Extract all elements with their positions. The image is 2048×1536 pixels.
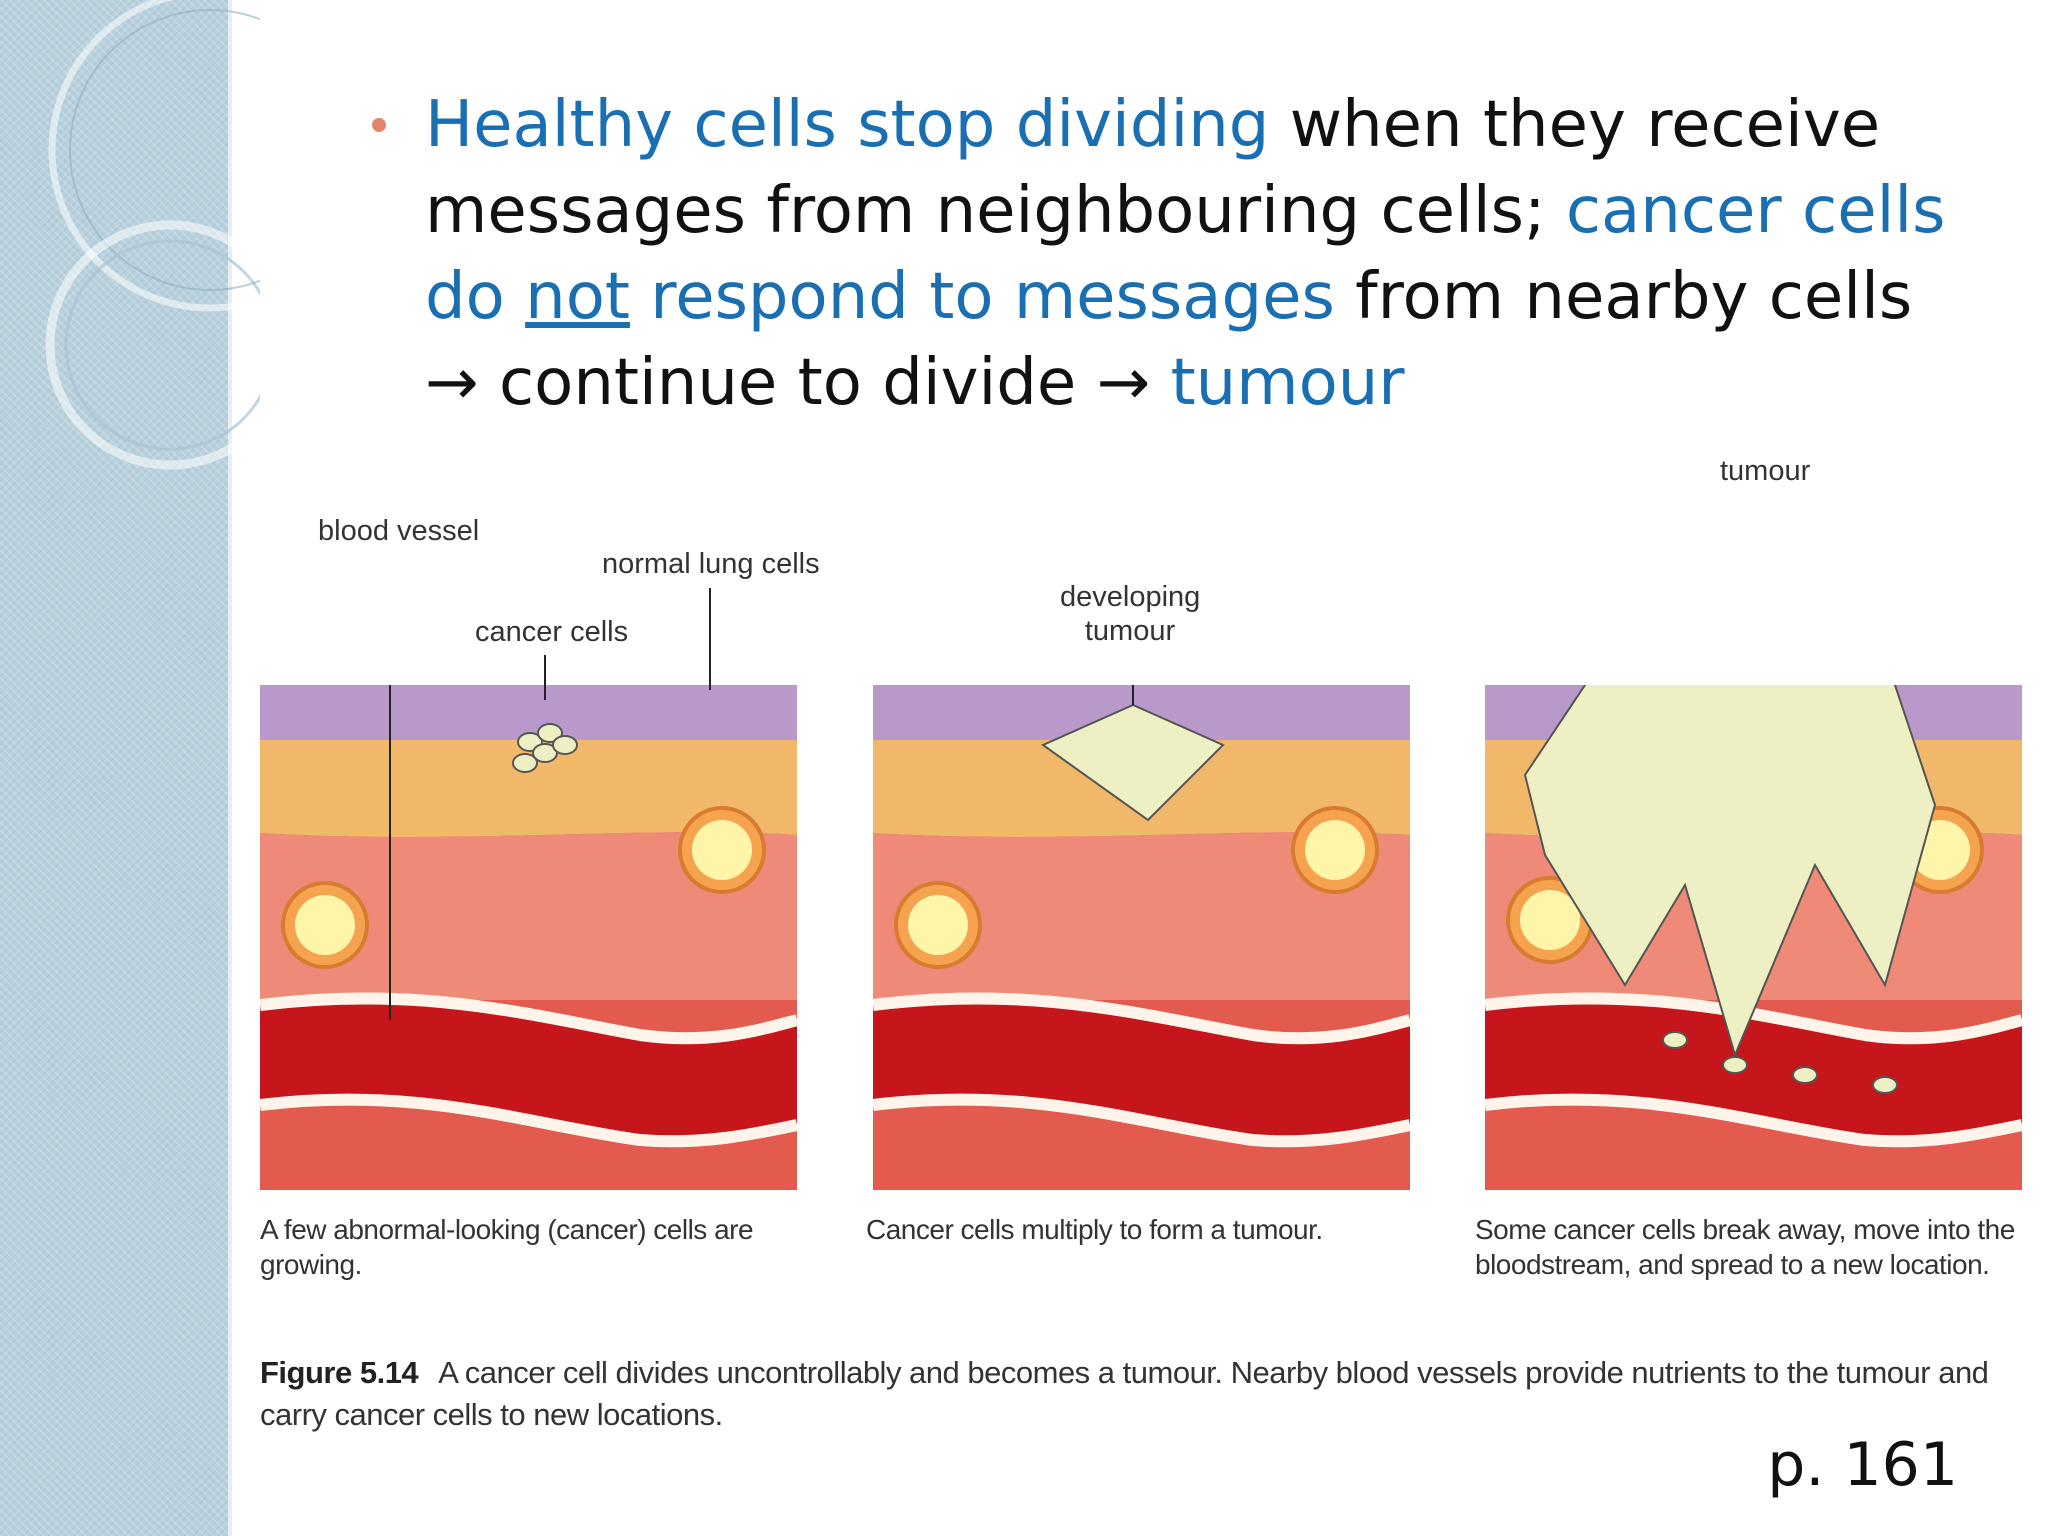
page-reference: p. 161: [1767, 1430, 1958, 1500]
bullet-dot: [372, 118, 386, 132]
figure-number: Figure 5.14: [260, 1355, 419, 1390]
figure-caption-text: A cancer cell divides uncontrollably and…: [260, 1355, 1989, 1432]
tissue-panel-1: [260, 685, 797, 1190]
tissue-panel-2: [873, 685, 1410, 1190]
highlight-respond: respond to messages: [629, 260, 1335, 334]
label-developing-tumour: developing tumour: [1060, 581, 1201, 647]
decorative-rings: [45, 0, 260, 470]
label-tumour: tumour: [1720, 455, 1811, 487]
bullet-text: Healthy cells stop dividing when they re…: [425, 82, 1985, 426]
label-normal-lung-cells: normal lung cells: [602, 548, 820, 580]
highlight-cancer: cancer cells do: [425, 174, 1946, 334]
caption-panel-1: A few abnormal-looking (cancer) cells ar…: [260, 1214, 754, 1280]
caption-panel-2: Cancer cells multiply to form a tumour.: [866, 1214, 1323, 1245]
label-cancer-cells: cancer cells: [475, 616, 629, 648]
highlight-healthy: Healthy cells stop dividing: [425, 88, 1270, 162]
highlight-not: not: [525, 260, 630, 334]
label-blood-vessel: blood vessel: [318, 515, 480, 547]
text-segment: when they receive messages from neighbou…: [425, 88, 1881, 248]
caption-panel-3: Some cancer cells break away, move into …: [1475, 1214, 2015, 1280]
tissue-panel-3: [1485, 685, 2022, 1190]
sidebar-edge: [228, 0, 232, 1536]
text-segment: from nearby cells → continue to divide →: [425, 260, 1913, 420]
highlight-tumour: tumour: [1170, 346, 1405, 420]
